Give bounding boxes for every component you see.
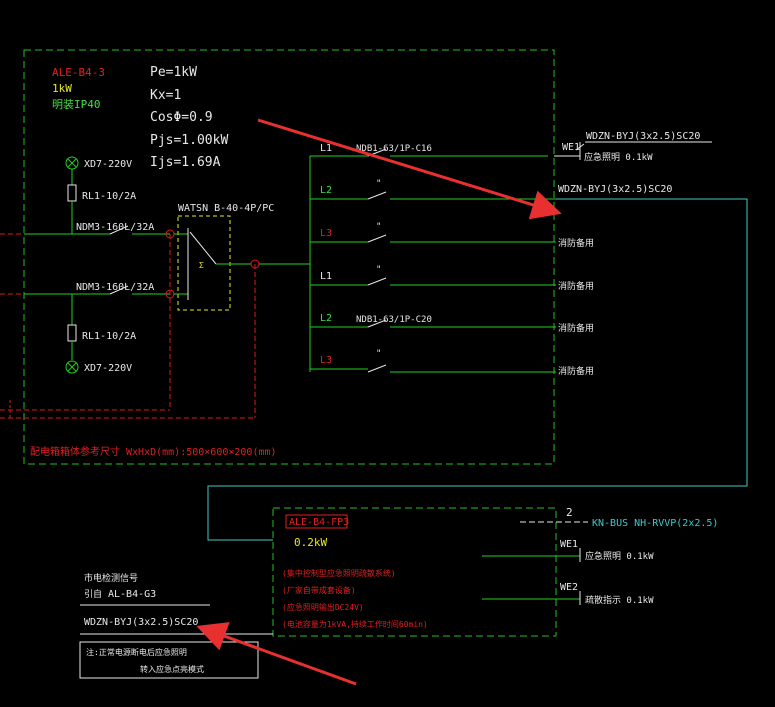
lamp-top-label: XD7-220V <box>84 159 132 170</box>
source-cable: WDZN-BYJ(3x2.5)SC20 <box>84 617 198 628</box>
breaker-top-label: NDM3-160L/32A <box>76 222 154 233</box>
size-note: 配电箱箱体参考尺寸 WxHxD(mm):500×600×200(mm) <box>30 445 277 458</box>
branch-desc-1: 应急照明 0.1kW <box>584 151 653 163</box>
branch-row-5: L2 NDB1-63/1P-C20 消防备用 <box>310 313 594 334</box>
fuse-top-label: RL1-10/2A <box>82 191 136 202</box>
annotation-arrow-2 <box>196 622 357 686</box>
branch-row-2: L2 " WDZN-BYJ(3x2.5)SC20 <box>310 179 672 200</box>
branch-row-6: L3 " 消防备用 <box>310 349 594 377</box>
source-note-2: 转入应急点亮模式 <box>140 664 204 674</box>
branch-desc-6: 消防备用 <box>558 365 594 377</box>
ats-mark: Σ <box>199 261 204 270</box>
calc-pe: Pe=1kW <box>150 65 197 80</box>
fp-output-circuit-1: WE1 <box>560 539 578 550</box>
branch-breaker-6: " <box>376 349 381 359</box>
source-from-panel: AL-B4-G3 <box>108 589 156 600</box>
branch-cable-1: WDZN-BYJ(3x2.5)SC20 <box>586 131 700 142</box>
branch-phase-3: L3 <box>320 228 332 239</box>
calc-cos: CosΦ=0.9 <box>150 110 213 125</box>
branch-breaker-2: " <box>376 179 381 189</box>
calc-pjs: Pjs=1.00kW <box>150 133 228 148</box>
fp-bus-cable: KN-BUS NH-RVVP(2x2.5) <box>592 518 718 529</box>
branch-breaker-4: " <box>376 265 381 275</box>
source-note-1: 注:正常电源断电后应急照明 <box>86 647 187 657</box>
fuse-top <box>67 184 77 202</box>
fp-note-2: (厂家自带成套设备) <box>282 585 356 595</box>
branch-row-3: L3 " 消防备用 <box>310 222 594 249</box>
fp-panel-name-box <box>285 514 348 529</box>
branch-row-4: L1 " 消防备用 <box>310 265 594 292</box>
branch-phase-4: L1 <box>320 271 332 282</box>
fp-note-1: (集中控制型应急照明疏散系统) <box>282 568 396 578</box>
source-title: 市电检测信号 <box>84 572 138 584</box>
main-panel-rating: 1kW <box>52 82 72 95</box>
branch-phase-6: L3 <box>320 355 332 366</box>
branch-breaker-1: NDB1-63/1P-C16 <box>356 144 432 154</box>
branch-phase-2: L2 <box>320 185 332 196</box>
indicator-lamp-top <box>65 156 79 170</box>
branch-cable-2: WDZN-BYJ(3x2.5)SC20 <box>558 184 672 195</box>
ats-label: WATSN B-40-4P/PC <box>178 203 274 214</box>
fp-output-desc-1: 应急照明 0.1kW <box>585 550 654 562</box>
fp-panel-name: ALE-B4-FP3 <box>289 517 349 528</box>
annotation-arrow-1 <box>257 118 562 220</box>
main-panel-name: ALE-B4-3 <box>52 66 105 79</box>
incoming-breaker-1 <box>24 225 175 239</box>
fp-panel-border <box>272 507 557 637</box>
indicator-lamp-bottom <box>65 360 79 374</box>
fuse-bottom-label: RL1-10/2A <box>82 331 136 342</box>
calc-ijs: Ijs=1.69A <box>150 155 221 170</box>
cyan-feeder-to-fp <box>207 198 748 541</box>
branch-desc-4: 消防备用 <box>558 280 594 292</box>
main-panel-protection: 明装IP40 <box>52 98 101 111</box>
source-note-box <box>79 641 259 679</box>
fp-note-4: (电池容量为1kVA,持续工作时间60min) <box>282 619 428 629</box>
branch-phase-1: L1 <box>320 143 332 154</box>
branch-circuit-1: WE1 <box>562 142 580 153</box>
branch-breaker-5: NDB1-63/1P-C20 <box>356 315 432 325</box>
ats-switch <box>177 215 231 311</box>
fp-panel-rating: 0.2kW <box>294 536 327 549</box>
branch-desc-3: 消防备用 <box>558 237 594 249</box>
lamp-bottom-label: XD7-220V <box>84 363 132 374</box>
fuse-bottom <box>67 324 77 342</box>
branch-desc-5: 消防备用 <box>558 322 594 334</box>
fp-bus-number: 2 <box>566 506 573 519</box>
fp-output-circuit-2: WE2 <box>560 582 578 593</box>
breaker-bottom-label: NDM3-160L/32A <box>76 282 154 293</box>
branch-breaker-3: " <box>376 222 381 232</box>
fp-output-desc-2: 疏散指示 0.1kW <box>585 594 654 606</box>
main-panel-border <box>23 49 555 465</box>
branch-phase-5: L2 <box>320 313 332 324</box>
calc-kx: Kx=1 <box>150 88 181 103</box>
branch-row-1: L1 NDB1-63/1P-C16 WDZN-BYJ(3x2.5)SC20 WE… <box>310 131 712 163</box>
source-from: 引自 <box>84 588 102 600</box>
fp-note-3: (应急照明输出DC24V) <box>282 602 364 612</box>
